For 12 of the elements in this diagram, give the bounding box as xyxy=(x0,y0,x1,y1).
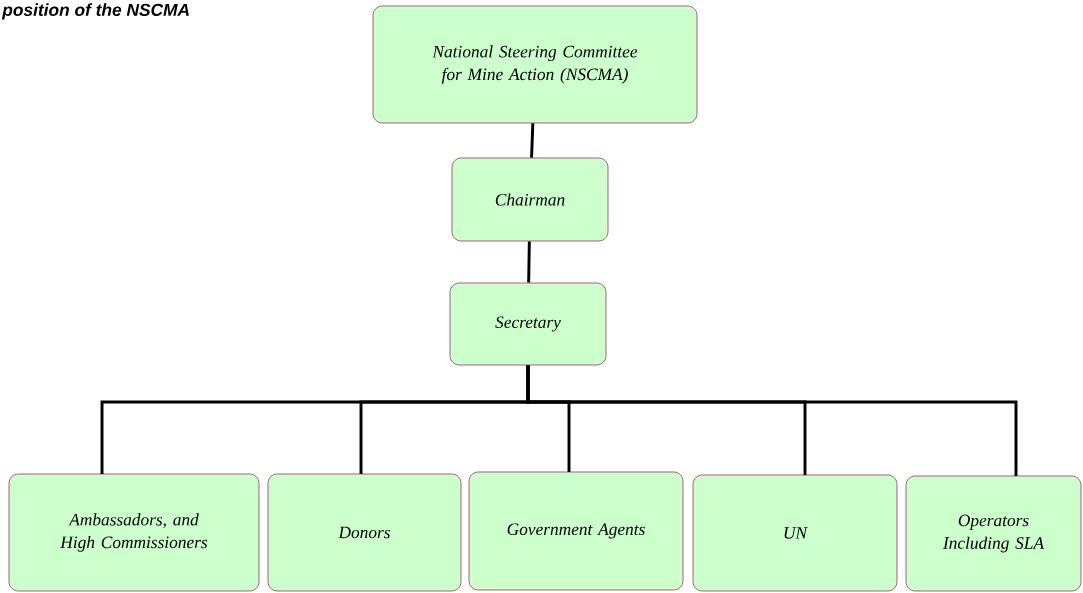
org-box: Chairman xyxy=(451,157,609,242)
title: position of the NSCMA xyxy=(1,3,189,20)
org-box: UN xyxy=(692,474,898,592)
org-box: Government Agents xyxy=(468,471,684,591)
org-box: Donors xyxy=(267,473,462,592)
connector-line xyxy=(527,241,531,283)
org-box: Ambassadors, and High Commissioners xyxy=(8,473,260,592)
connector-line xyxy=(530,123,535,158)
connector-line xyxy=(526,365,1018,476)
org-box: Operators Including SLA xyxy=(905,475,1082,592)
org-box: National Steering Committee for Mine Action (NSCMA) xyxy=(372,5,698,124)
org-box: Secretary xyxy=(449,282,607,366)
